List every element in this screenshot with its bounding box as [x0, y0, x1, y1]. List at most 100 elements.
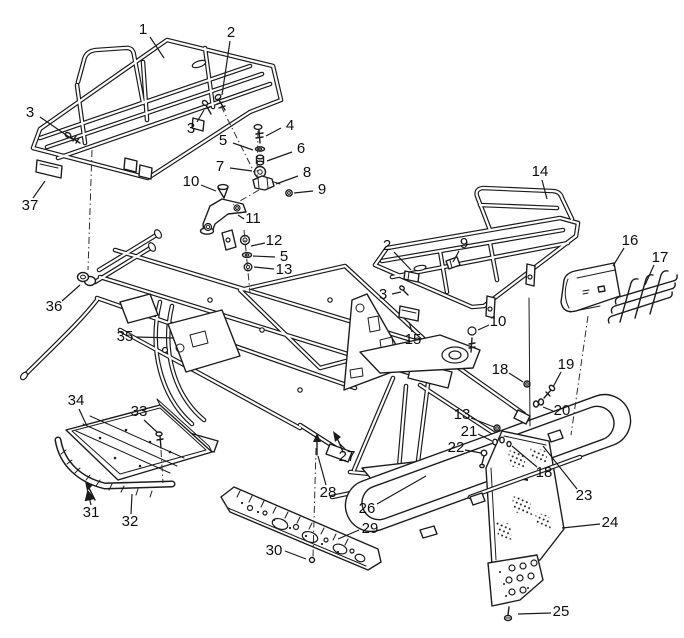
- callout-leader-9: [293, 190, 314, 194]
- callout-label-2: 2: [383, 237, 391, 254]
- frame-left-gusset: [167, 309, 241, 373]
- callout-label-2: 2: [227, 24, 235, 41]
- hoop-bracket: [547, 429, 564, 443]
- callout-leader-24: [561, 523, 601, 529]
- callout-label-31: 31: [83, 504, 100, 521]
- tag-15: [398, 305, 420, 322]
- bumper-lower-flap: [487, 554, 544, 607]
- callout-leader-13: [253, 266, 275, 270]
- callout-leader-11: [237, 214, 245, 220]
- callout-leader-35: [135, 336, 175, 339]
- bolt-2: [214, 93, 226, 111]
- washer-5: [241, 251, 253, 259]
- callout-leader-9: [452, 250, 460, 263]
- callout-leader-23: [542, 445, 578, 490]
- callout-label-13: 13: [276, 261, 293, 278]
- callout-label-37: 37: [22, 197, 39, 214]
- callout-leader-16: [612, 247, 625, 267]
- screw-25: [503, 606, 513, 622]
- washer-20: [532, 400, 540, 408]
- rear-mount-arm: [359, 334, 481, 374]
- frame-tube-end: [153, 229, 163, 239]
- callout-leader-13: [470, 417, 495, 428]
- callout-label-10: 10: [490, 313, 507, 330]
- callout-leader-10: [477, 324, 490, 331]
- skid-plate-29: [220, 486, 382, 571]
- frame-tube-end: [19, 371, 29, 381]
- plug-10: [217, 183, 229, 199]
- callout-label-16: 16: [622, 232, 639, 249]
- spacer-6: [255, 154, 265, 166]
- hoop-bracket: [469, 492, 486, 506]
- callout-leader-19: [552, 371, 562, 388]
- callout-label-35: 35: [117, 328, 134, 345]
- wire-screen-17: [607, 270, 678, 324]
- callout-label-14: 14: [532, 163, 549, 180]
- callout-leader-3: [196, 109, 205, 123]
- callout-label-12: 12: [266, 232, 283, 249]
- callout-label-21: 21: [461, 423, 478, 440]
- callout-label-24: 24: [602, 514, 619, 531]
- callout-leader-18: [511, 445, 538, 468]
- footrest-assembly: [58, 398, 213, 501]
- clip-2: [403, 270, 420, 283]
- callout-leader-28: [317, 455, 327, 486]
- callout-label-1: 1: [139, 21, 147, 38]
- callout-label-19: 19: [558, 356, 575, 373]
- callout-leader-32: [130, 493, 133, 515]
- frame-tube-end: [147, 242, 157, 252]
- bolt-3: [64, 131, 81, 144]
- callout-label-17: 17: [652, 249, 669, 266]
- callout-label-34: 34: [68, 392, 85, 409]
- callout-leader-6: [266, 151, 293, 162]
- nut-13: [493, 424, 501, 432]
- callout-label-3: 3: [187, 120, 195, 137]
- rack-mount-tab: [138, 164, 153, 180]
- callout-leader-5: [252, 255, 276, 258]
- hoop-bracket: [419, 525, 438, 539]
- bolt-3: [201, 99, 212, 115]
- callout-leader-15: [408, 321, 413, 333]
- callout-label-26: 26: [359, 500, 376, 517]
- bolt-22: [479, 449, 488, 469]
- assembly-axis-lines: [87, 105, 589, 558]
- callout-leader-36: [61, 284, 81, 302]
- mount-bracket: [513, 409, 531, 425]
- hardware-stack: [252, 123, 293, 197]
- callout-leader-25: [517, 612, 552, 615]
- washer-21: [492, 438, 498, 446]
- callout-label-9: 9: [460, 235, 468, 252]
- callout-leader-34: [78, 408, 87, 425]
- bolt-4: [253, 123, 264, 144]
- callout-leader-22: [464, 449, 482, 454]
- nut-13: [243, 262, 253, 272]
- callout-leader-29: [337, 529, 360, 540]
- callout-leader-7: [229, 167, 253, 172]
- callout-leader-3: [39, 116, 73, 140]
- nut-18: [523, 380, 531, 388]
- bolt-30: [308, 556, 316, 564]
- rack-slot: [191, 59, 207, 69]
- callout-leader-3: [391, 291, 402, 295]
- callout-label-22: 22: [448, 439, 465, 456]
- callout-label-6: 6: [297, 140, 305, 157]
- callout-label-3: 3: [379, 286, 387, 303]
- rack-slot: [413, 264, 427, 272]
- frame-small-plate: [119, 293, 159, 324]
- washer-20: [537, 398, 545, 406]
- clip-9: [445, 256, 461, 270]
- callout-label-18: 18: [492, 361, 509, 378]
- callout-label-13: 13: [454, 406, 471, 423]
- nut-9: [285, 189, 293, 197]
- callout-leader-10: [200, 184, 217, 192]
- callout-label-10: 10: [183, 173, 200, 190]
- callout-label-25: 25: [553, 603, 570, 620]
- callout-leader-20: [542, 406, 554, 412]
- callout-label-36: 36: [46, 298, 63, 315]
- direction-arrows: [313, 431, 344, 456]
- callout-leader-27: [339, 443, 346, 450]
- callout-leader-2: [221, 40, 231, 96]
